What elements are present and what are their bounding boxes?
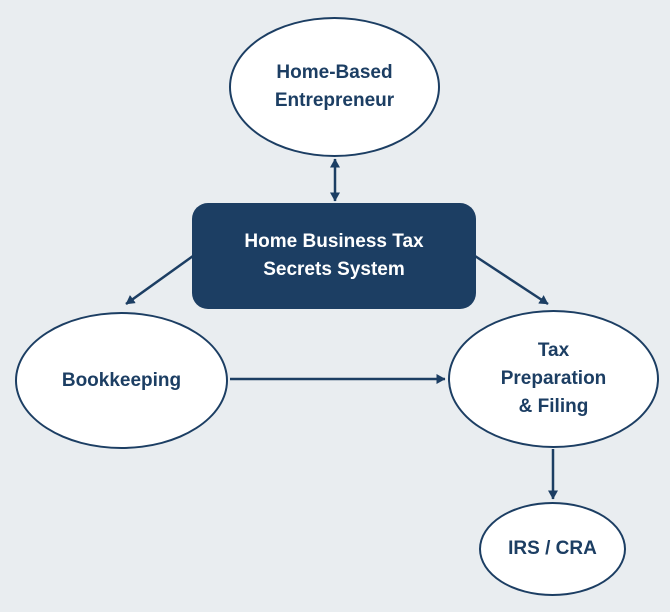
node-irs-cra: IRS / CRA (479, 502, 626, 596)
node-label-line: Entrepreneur (274, 90, 395, 111)
node-bookkeeping: Bookkeeping (15, 312, 228, 449)
edge-system-taxprep (474, 254, 549, 306)
node-tax-preparation-filing: Tax Preparation & Filing (448, 310, 659, 448)
node-label-line: Home-Based (276, 62, 393, 83)
edge-system-bookkeeping (125, 254, 194, 306)
node-label-line: Bookkeeping (61, 369, 182, 391)
node-label-line: Preparation (500, 368, 607, 389)
node-label-line: IRS / CRA (508, 538, 597, 559)
node-label-line: & Filing (518, 396, 589, 417)
node-home-business-tax-secrets-system: Home Business Tax Secrets System (192, 203, 476, 309)
node-label-line: Secrets System (263, 259, 405, 280)
node-label-line: Home Business Tax (244, 231, 424, 252)
node-home-based-entrepreneur: Home-Based Entrepreneur (229, 17, 440, 157)
node-label-line: Tax (537, 340, 570, 361)
